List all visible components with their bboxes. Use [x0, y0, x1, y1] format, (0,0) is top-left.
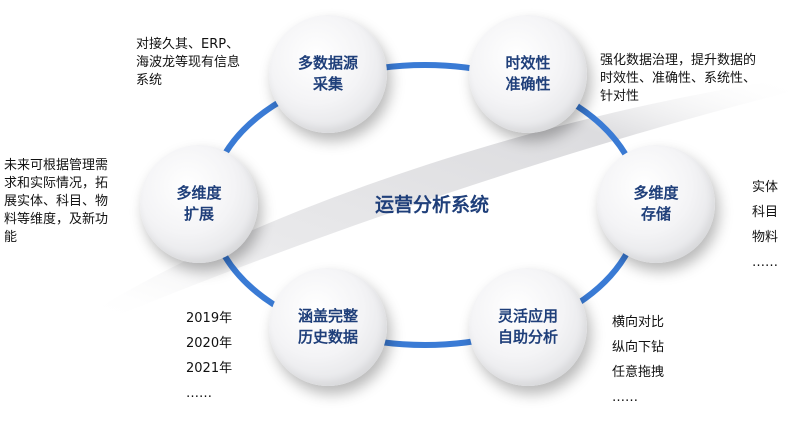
list-storage-item: ……	[752, 255, 778, 270]
node-expand: 多维度 扩展	[140, 145, 258, 263]
node-timeliness: 时效性 准确性	[469, 15, 587, 133]
node-storage: 多维度 存储	[597, 145, 715, 263]
node-multi-source: 多数据源 采集	[269, 15, 387, 133]
list-history: 2019年 2020年 2021年 ……	[186, 306, 232, 406]
list-storage-item: 科目	[752, 205, 779, 220]
node-multi-source-label: 多数据源 采集	[297, 54, 358, 93]
node-history-label: 涵盖完整 历史数据	[297, 307, 358, 346]
note-timeliness: 强化数据治理，提升数据的 时效性、准确性、系统性、 针对性	[600, 53, 757, 104]
list-storage-item: 实体	[752, 180, 779, 195]
list-storage-item: 物料	[752, 230, 779, 245]
list-storage: 实体 科目 物料 ……	[752, 175, 778, 275]
node-timeliness-label: 时效性 准确性	[505, 54, 551, 93]
list-analysis-item: ……	[612, 390, 638, 405]
center-title: 运营分析系统	[374, 194, 489, 216]
node-history: 涵盖完整 历史数据	[269, 268, 387, 386]
list-analysis-item: 纵向下钻	[612, 340, 665, 355]
note-expand: 未来可根据管理需 求和实际情况，拓 展实体、科目、物 料等维度，及新功 能	[4, 158, 109, 245]
node-analysis: 灵活应用 自助分析	[469, 268, 587, 386]
list-analysis-item: 任意拖拽	[612, 365, 665, 380]
list-history-item: 2021年	[186, 361, 233, 376]
list-history-item: ……	[186, 386, 212, 401]
node-storage-label: 多维度 存储	[633, 184, 679, 223]
node-analysis-label: 灵活应用 自助分析	[497, 307, 558, 346]
list-history-item: 2020年	[186, 336, 233, 351]
list-analysis: 横向对比 纵向下钻 任意拖拽 ……	[612, 310, 664, 410]
node-expand-label: 多维度 扩展	[176, 184, 222, 223]
list-analysis-item: 横向对比	[612, 315, 665, 330]
note-multi-source: 对接久其、ERP、 海波龙等现有信息 系统	[136, 37, 241, 88]
list-history-item: 2019年	[186, 311, 233, 326]
